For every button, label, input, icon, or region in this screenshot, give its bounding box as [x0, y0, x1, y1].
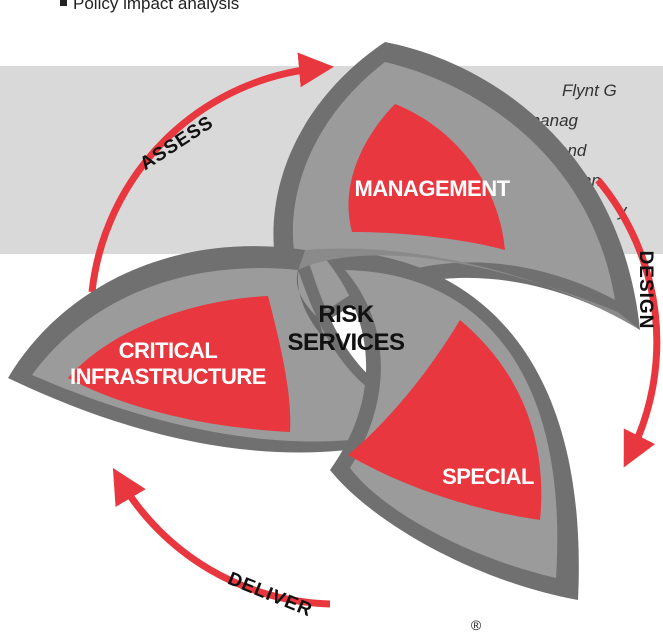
side-text-line-1: Flynt G: [562, 81, 617, 100]
ring-label-deliver: DELIVER: [225, 568, 316, 621]
label-center-services: SERVICES: [288, 329, 405, 356]
label-critical-line1: CRITICAL: [119, 338, 218, 363]
cycle-arc-assess: [88, 52, 334, 293]
label-special: SPECIAL: [442, 464, 534, 489]
bullet-square-icon: [60, 0, 67, 7]
lobe-special: [318, 250, 579, 600]
label-center-risk: RISK: [318, 301, 375, 328]
lobe-critical-infrastructure: [8, 246, 470, 453]
ring-label-design: DESIGN: [635, 251, 656, 330]
registered-mark: ®: [471, 617, 482, 633]
cycle-arc-design: [595, 177, 661, 468]
label-critical-line2: INFRASTRUCTURE: [70, 364, 266, 389]
ring-label-assess: ASSESS: [136, 112, 217, 175]
cycle-ring: [88, 52, 661, 608]
interlock-band-top: [298, 248, 640, 330]
label-management: MANAGEMENT: [354, 176, 510, 201]
bullet-text: Policy impact analysis: [73, 0, 240, 13]
bullet-item: Policy impact analysis: [60, 0, 239, 14]
cycle-arc-deliver: [112, 467, 331, 608]
